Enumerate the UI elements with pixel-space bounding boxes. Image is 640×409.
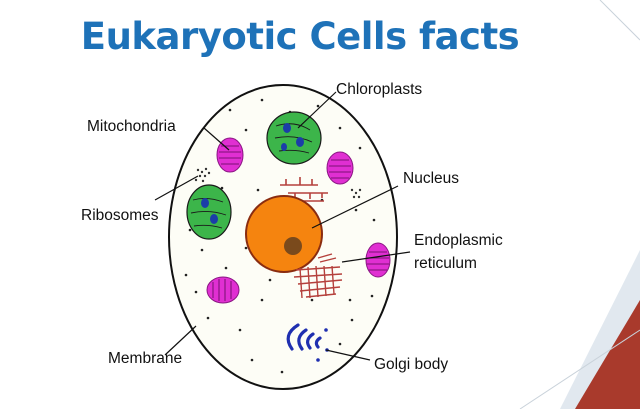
chloroplast xyxy=(266,111,322,165)
pointer-membrane xyxy=(164,325,197,356)
slide-corner-decoration xyxy=(519,0,640,409)
ribosome-cluster xyxy=(194,167,211,183)
pointer-golgi xyxy=(325,349,371,361)
mitochondrion xyxy=(326,151,354,185)
pointer-endoplasmic-reticulum xyxy=(341,251,411,263)
nucleus xyxy=(245,195,323,273)
mitochondrion xyxy=(206,276,240,304)
mitochondrion xyxy=(216,137,244,173)
label-golgi-body: Golgi body xyxy=(374,356,448,373)
corner-line xyxy=(599,0,640,41)
page-title: Eukaryotic Cells facts xyxy=(80,15,520,58)
pointer-ribosomes xyxy=(154,175,199,201)
label-mitochondria: Mitochondria xyxy=(87,118,176,135)
corner-line xyxy=(519,329,640,409)
mitochondrion xyxy=(365,242,391,278)
label-endoplasmic: Endoplasmic xyxy=(414,232,503,249)
pointer-chloroplasts xyxy=(297,91,337,129)
pointer-mitochondria xyxy=(203,127,230,151)
pointer-lines xyxy=(154,91,411,361)
label-ribosomes: Ribosomes xyxy=(81,207,159,224)
corner-accent xyxy=(575,300,640,409)
label-nucleus: Nucleus xyxy=(403,170,459,187)
endoplasmic-reticulum xyxy=(293,253,343,299)
chloroplast xyxy=(186,184,232,240)
label-membrane: Membrane xyxy=(108,350,182,367)
cytoplasm-dots xyxy=(184,98,376,374)
label-chloroplasts: Chloroplasts xyxy=(336,81,422,98)
label-reticulum: reticulum xyxy=(414,255,477,272)
nucleolus xyxy=(284,237,302,255)
ribosome-cluster xyxy=(350,188,362,199)
pointer-nucleus xyxy=(311,185,399,229)
